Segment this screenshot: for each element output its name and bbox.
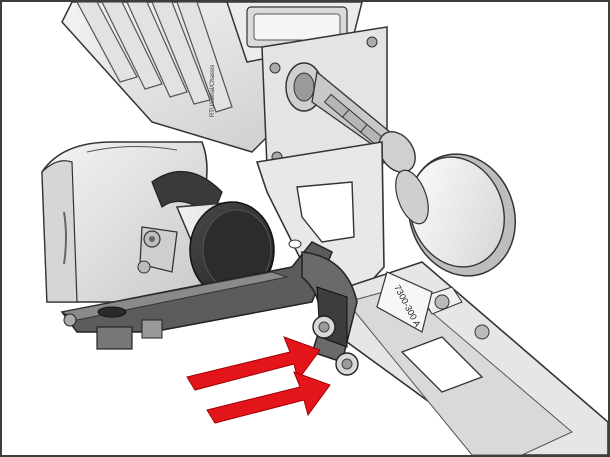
- feed-assembly: [285, 62, 416, 173]
- red-arrow-icon: [186, 336, 321, 391]
- part-tag: 7300-300 A: [376, 271, 433, 333]
- equipment-housing: [41, 141, 208, 303]
- pivot-joint: [301, 251, 359, 376]
- bolt-upper: [312, 315, 336, 339]
- bolt-lower: [335, 352, 359, 376]
- module-label: RTU/Serial/Chassis: [210, 65, 216, 117]
- lower-plate: [60, 239, 333, 350]
- red-arrow-icon: [206, 371, 331, 424]
- reflector-disk: [395, 153, 517, 277]
